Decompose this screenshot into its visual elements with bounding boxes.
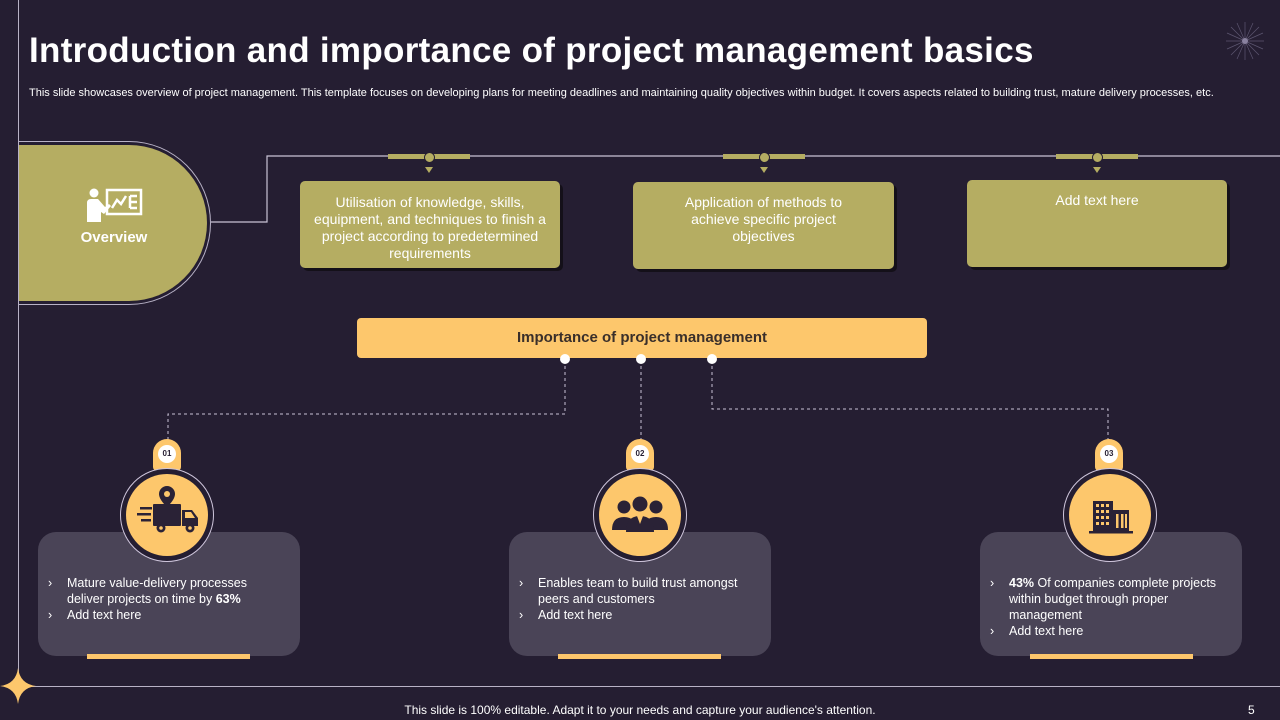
card-2-bullet-1: Enables team to build trust amongst peer… <box>519 575 754 607</box>
card-1-underline <box>87 654 250 659</box>
card-3-bullet-1: 43% Of companies complete projects withi… <box>990 575 1230 623</box>
card-3-icon-circle <box>1063 468 1157 562</box>
card-2-tab: 02 <box>626 439 654 471</box>
importance-dot-2 <box>636 354 646 364</box>
overview-panel <box>19 145 207 301</box>
box-connector-arrow-2 <box>760 167 768 173</box>
page-title: Introduction and importance of project m… <box>29 31 1034 70</box>
box-connector-dot-2 <box>759 152 770 163</box>
card-2-number: 02 <box>631 445 649 463</box>
card-1-icon-circle <box>120 468 214 562</box>
overview-ring <box>19 141 211 305</box>
importance-dot-1 <box>560 354 570 364</box>
card-3-number: 03 <box>1100 445 1118 463</box>
box-connector-dot-1 <box>424 152 435 163</box>
box-connector-arrow-3 <box>1093 167 1101 173</box>
delivery-truck-icon <box>137 486 198 533</box>
card-2-bullets: Enables team to build trust amongst peer… <box>519 575 754 623</box>
page-subtitle: This slide showcases overview of project… <box>29 87 1214 99</box>
card-1-bullets: Mature value-delivery processes deliver … <box>48 575 278 623</box>
box-connector-arrow-1 <box>425 167 433 173</box>
card-2-icon-circle <box>593 468 687 562</box>
importance-card-2: Enables team to build trust amongst peer… <box>509 532 771 656</box>
overview-box-1: Utilisation of knowledge, skills, equipm… <box>300 181 560 268</box>
page-number: 5 <box>1248 703 1255 717</box>
card-1-tab: 01 <box>153 439 181 471</box>
sparkle-bottom-left-icon <box>0 668 36 704</box>
card-2-underline <box>558 654 721 659</box>
importance-heading: Importance of project management <box>357 318 927 358</box>
overview-label: Overview <box>80 229 148 246</box>
card-3-tab: 03 <box>1095 439 1123 471</box>
card-3-bullet-2: Add text here <box>990 623 1230 639</box>
box-connector-dot-3 <box>1092 152 1103 163</box>
card-1-number: 01 <box>158 445 176 463</box>
card-1-bullet-2: Add text here <box>48 607 278 623</box>
card-3-underline <box>1030 654 1193 659</box>
card-1-bullet-1: Mature value-delivery processes deliver … <box>48 575 278 607</box>
importance-dot-3 <box>707 354 717 364</box>
team-people-icon <box>612 496 668 532</box>
card-2-bullet-2: Add text here <box>519 607 754 623</box>
overview-box-2: Application of methods to achieve specif… <box>633 182 894 269</box>
overview-box-3: Add text here <box>967 180 1227 267</box>
sparkle-top-right-icon <box>1226 22 1264 60</box>
presenter-board-icon <box>87 188 143 222</box>
card-3-bullets: 43% Of companies complete projects withi… <box>990 575 1230 639</box>
office-building-icon <box>1089 501 1133 534</box>
footer-note: This slide is 100% editable. Adapt it to… <box>404 703 876 717</box>
